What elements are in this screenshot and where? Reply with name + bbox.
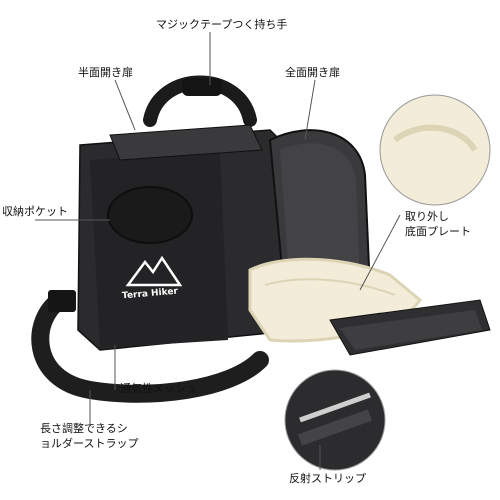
storage-pocket-shape [107, 186, 193, 244]
strap-buckle [48, 290, 76, 312]
zoom-reflective-circle [284, 369, 386, 471]
bag-front-face [90, 150, 228, 348]
callout-line-half-door [114, 79, 136, 131]
callout-removable-pad: 取り外し 底面プレート [405, 210, 471, 238]
top-mesh-panel [109, 124, 263, 161]
zoom-pad-circle [379, 94, 491, 206]
callout-mesh: 通気性メッシュ [120, 382, 197, 395]
callout-half-door: 半面開き扉 [78, 66, 133, 79]
callout-pocket: 収納ポケット [2, 205, 68, 218]
callout-reflective: 反射ストリップ [289, 472, 366, 485]
callout-line-full-door [304, 79, 316, 141]
handle-wrap [182, 78, 222, 96]
logo-mountain-icon [125, 255, 183, 287]
callout-handle: マジックテープつく持ち手 [156, 18, 288, 31]
callout-strap: 長さ調整できるシ ョルダーストラップ [40, 422, 139, 450]
callout-line-pad [359, 214, 401, 291]
callout-full-door: 全面開き扉 [285, 66, 340, 79]
door-mesh [280, 143, 360, 292]
